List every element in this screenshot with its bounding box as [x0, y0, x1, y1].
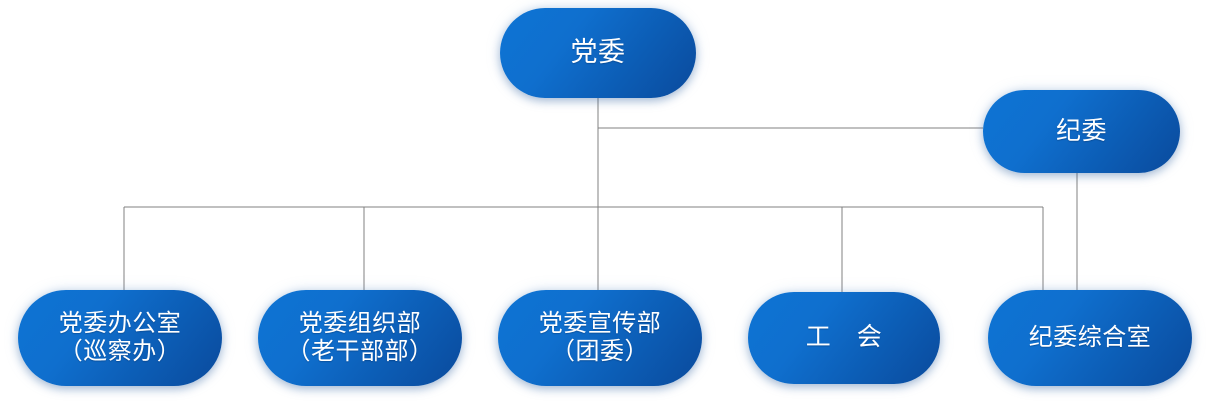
org-node-label: 纪委 — [1055, 117, 1107, 145]
org-node-dangwei[interactable]: 党委 — [500, 8, 696, 98]
org-node-label: 党委 — [570, 37, 626, 68]
org-node-dangwei-bangongshi[interactable]: 党委办公室 （巡察办） — [18, 290, 222, 386]
org-node-label: 党委组织部 （老干部部） — [286, 310, 434, 365]
org-node-jiwei-zonghenshi[interactable]: 纪委综合室 — [988, 290, 1192, 386]
org-node-label: 纪委综合室 — [1028, 324, 1152, 351]
org-node-jiwei[interactable]: 纪委 — [983, 90, 1180, 173]
org-node-gonghui[interactable]: 工 会 — [748, 292, 940, 384]
org-node-dangwei-xuanchuanbu[interactable]: 党委宣传部 （团委） — [498, 290, 702, 386]
org-node-label: 工 会 — [805, 324, 883, 352]
org-node-label: 党委宣传部 （团委） — [538, 310, 662, 365]
org-node-label: 党委办公室 （巡察办） — [58, 310, 182, 365]
org-node-dangwei-zuzhibu[interactable]: 党委组织部 （老干部部） — [258, 290, 462, 386]
